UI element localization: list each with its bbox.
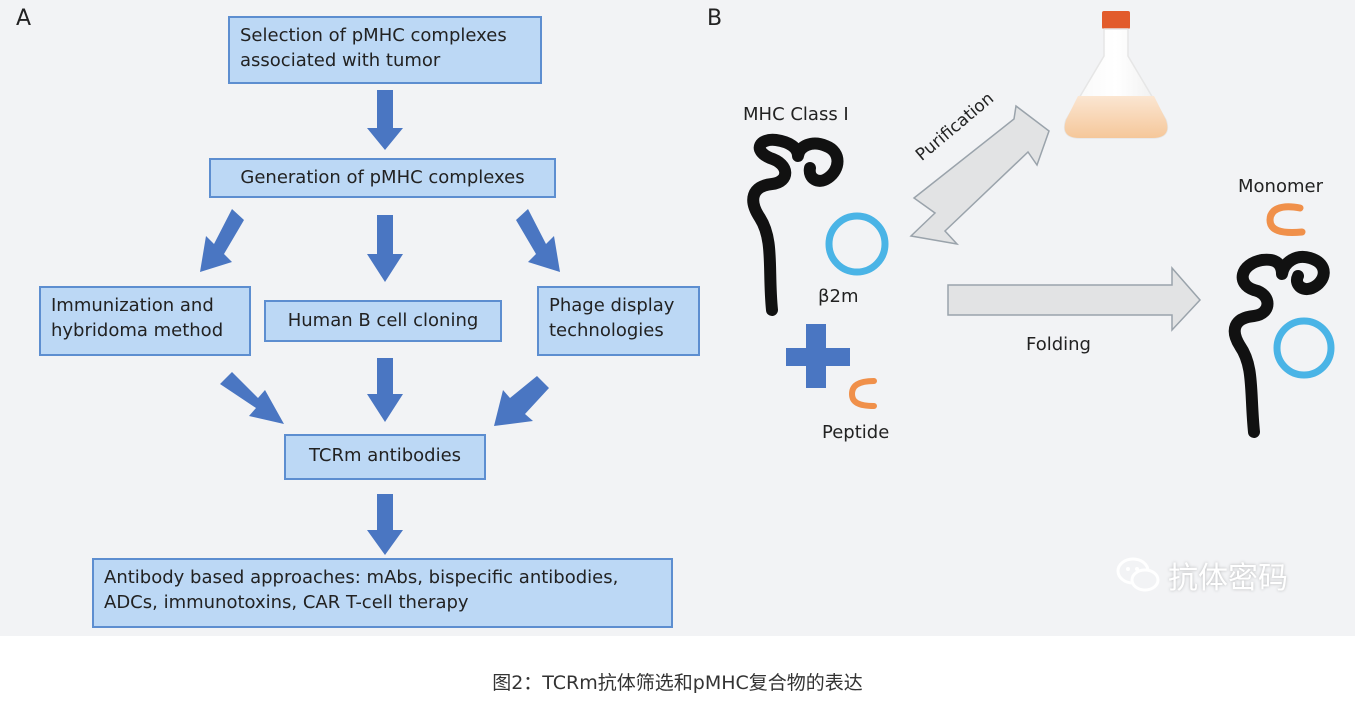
diagram-graphics — [200, 11, 1335, 555]
box-immunization-line-1: Immunization and — [51, 295, 214, 316]
diag-arrow-right-top — [516, 209, 560, 272]
box-approaches: Antibody based approaches: mAbs, bispeci… — [92, 558, 673, 628]
box-generation: Generation of pMHC complexes — [209, 158, 556, 198]
box-tcrm: TCRm antibodies — [284, 434, 486, 480]
flask-icon — [1063, 11, 1169, 139]
box-immunization: Immunization and hybridoma method — [39, 286, 251, 356]
watermark-text: 抗体密码 — [1168, 561, 1288, 596]
purification-arrow — [909, 104, 1050, 246]
box-approaches-line-2: ADCs, immunotoxins, CAR T-cell therapy — [104, 592, 469, 613]
b2m-circle-monomer — [1273, 317, 1335, 379]
peptide-label: Peptide — [822, 422, 890, 443]
down-arrow-2 — [367, 215, 403, 282]
diag-arrow-left-bottom — [220, 372, 284, 424]
wechat-icon — [1116, 557, 1160, 592]
monomer-label: Monomer — [1238, 176, 1323, 197]
mhc-class-label: MHC Class I — [743, 104, 849, 125]
box-generation-label: Generation of pMHC complexes — [240, 167, 525, 188]
diag-arrow-left-top — [200, 209, 244, 272]
down-arrow-1 — [367, 90, 403, 150]
box-selection: Selection of pMHC complexes associated w… — [228, 16, 542, 84]
peptide-icon-monomer — [1266, 203, 1306, 236]
mhc-chain-monomer — [1228, 251, 1330, 438]
diag-arrow-right-bottom — [494, 376, 549, 426]
peptide-icon-left — [848, 378, 877, 409]
box-bcell-label: Human B cell cloning — [287, 310, 479, 331]
box-selection-line-1: Selection of pMHC complexes — [240, 25, 507, 46]
figure-caption: 图2：TCRm抗体筛选和pMHC复合物的表达 — [492, 672, 863, 694]
down-arrow-3 — [367, 358, 403, 422]
folding-label: Folding — [1026, 334, 1091, 355]
panel-b-label: B — [707, 6, 723, 31]
box-phage-line-2: technologies — [549, 320, 664, 341]
figure-panel: A B Selection of pMHC complexes associat… — [0, 0, 1355, 636]
box-bcell: Human B cell cloning — [264, 300, 502, 342]
box-phage-line-1: Phage display — [549, 295, 675, 316]
panel-a-label: A — [16, 6, 32, 31]
plus-icon — [786, 324, 850, 388]
b2m-label: β2m — [818, 286, 859, 307]
box-approaches-line-1: Antibody based approaches: mAbs, bispeci… — [104, 567, 619, 588]
watermark: 抗体密码 — [1116, 553, 1288, 597]
box-tcrm-label: TCRm antibodies — [308, 445, 462, 466]
down-arrow-4 — [367, 494, 403, 555]
mhc-chain-left — [747, 133, 844, 316]
b2m-circle-left — [825, 212, 889, 276]
flow-arrows — [200, 90, 560, 555]
box-selection-line-2: associated with tumor — [240, 50, 441, 71]
folding-arrow — [947, 266, 1202, 332]
box-immunization-line-2: hybridoma method — [51, 320, 224, 341]
box-phage: Phage display technologies — [537, 286, 700, 356]
